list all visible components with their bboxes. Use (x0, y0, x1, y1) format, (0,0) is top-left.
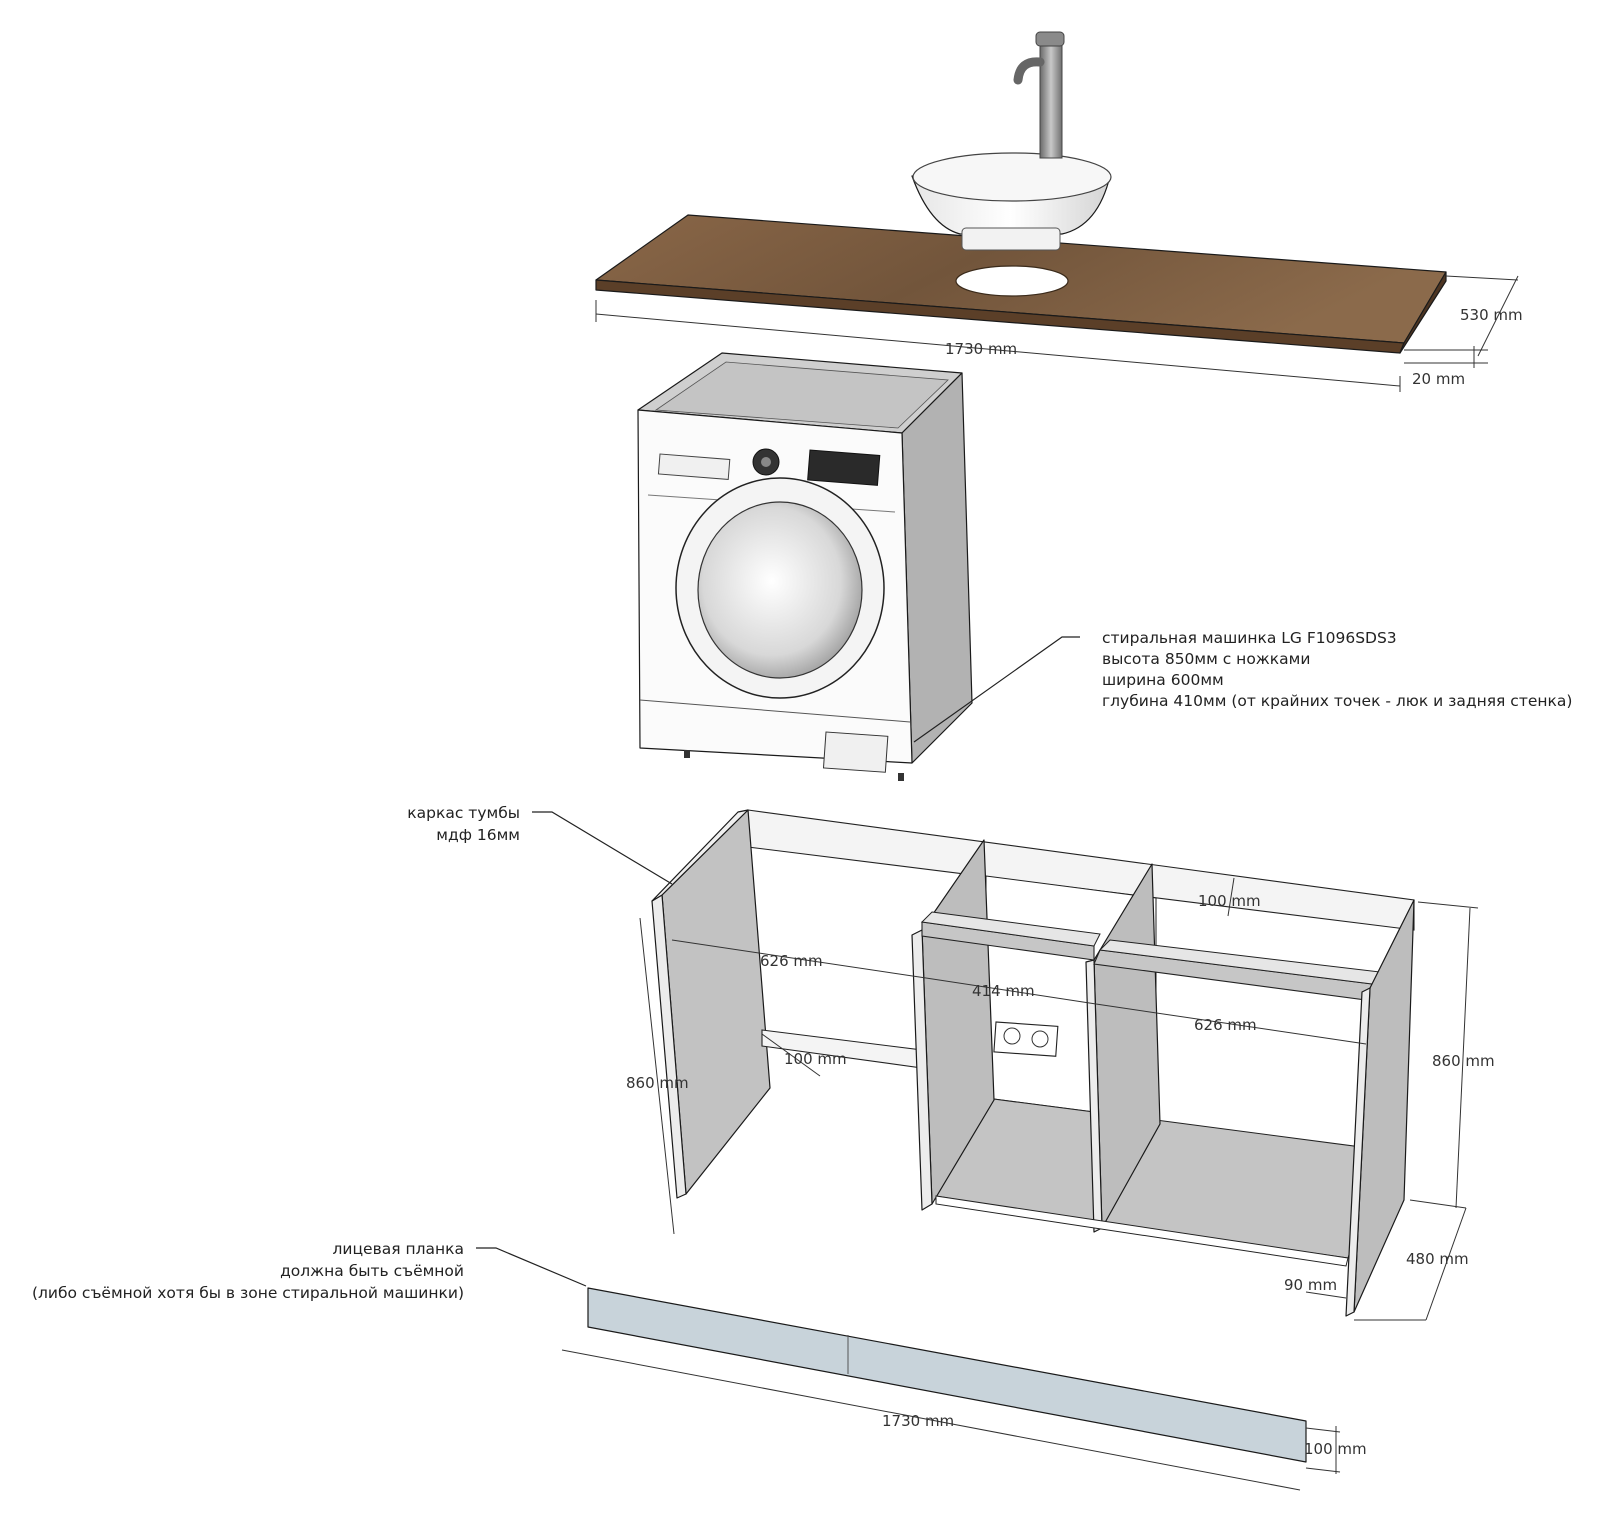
right-height-label: 860 mm (1432, 1052, 1495, 1070)
span-left-label: 626 mm (760, 952, 823, 970)
middle-partition-left-front (911, 929, 933, 1211)
top-front-rail-middle-top (920, 911, 1101, 947)
dimension-lines (561, 275, 1519, 1491)
plank-height-label: 100 mm (1304, 1440, 1367, 1458)
vessel-sink (911, 152, 1112, 251)
sink-rim (912, 152, 1112, 202)
cabinet-note: каркас тумбы мдф 16мм (407, 804, 520, 844)
right-side-front-edge (1345, 987, 1371, 1317)
span-right-label: 626 mm (1194, 1016, 1257, 1034)
middle-partition-right-front (1085, 959, 1103, 1233)
faucet-handle (1035, 31, 1065, 47)
countertop-width-label: 1730 mm (945, 340, 1017, 358)
washer-door-glass (697, 501, 863, 679)
left-side-top-edge (651, 809, 749, 902)
cabinet-note-line: мдф 16мм (436, 826, 520, 844)
countertop-side-edge (1399, 271, 1447, 354)
socket-right (1031, 1030, 1049, 1048)
washer-side (901, 372, 973, 764)
detergent-drawer (657, 453, 731, 480)
washer-note-line: ширина 600мм (1102, 671, 1224, 689)
countertop-depth-label: 530 mm (1460, 306, 1523, 324)
plank-note-line: должна быть съёмной (280, 1262, 464, 1280)
rail-top-label: 100 mm (1198, 892, 1261, 910)
dimension-labels: 1730 mm 530 mm 20 mm 860 mm 860 mm 480 m… (626, 306, 1523, 1458)
bottom-front-edge (935, 1195, 1349, 1267)
depth-label: 480 mm (1406, 1250, 1469, 1268)
socket-left (1003, 1027, 1021, 1045)
faucet (1013, 31, 1065, 159)
rail-left-label: 100 mm (784, 1050, 847, 1068)
washer-kick-line (639, 699, 911, 723)
drain-filter-cover[interactable] (822, 731, 889, 773)
plinth-gap-label: 90 mm (1284, 1276, 1337, 1294)
washer-foot-right (898, 773, 904, 781)
faucet-spout (1013, 57, 1045, 85)
washer-top-inner (654, 361, 949, 429)
program-dial-center (761, 457, 771, 467)
cabinet-note-line: каркас тумбы (407, 804, 520, 822)
plank-note-line: лицевая планка (333, 1240, 465, 1258)
plank-note-line: (либо съёмной хотя бы в зоне стиральной … (32, 1284, 464, 1302)
countertop (595, 214, 1447, 354)
faucet-body (1039, 39, 1063, 159)
washer-foot-left (684, 750, 690, 758)
washer-note-line: глубина 410мм (от крайних точек - люк и … (1102, 692, 1572, 710)
washer-note-line: высота 850мм с ножками (1102, 650, 1310, 668)
countertop-thickness-label: 20 mm (1412, 370, 1465, 388)
washing-machine (637, 352, 973, 781)
plank-note: лицевая планка должна быть съёмной (либо… (32, 1240, 464, 1302)
leader-lines (476, 636, 1080, 1287)
sink-cutout (955, 265, 1069, 297)
front-plank-face (587, 1287, 1307, 1463)
control-display (807, 449, 881, 486)
washer-note-line: стиральная машинка LG F1096SDS3 (1102, 629, 1397, 647)
cabinet-frame (651, 809, 1415, 1317)
front-plank (587, 1287, 1307, 1463)
span-middle-label: 414 mm (972, 982, 1035, 1000)
left-height-label: 860 mm (626, 1074, 689, 1092)
sink-base (961, 227, 1061, 251)
washer-note: стиральная машинка LG F1096SDS3 высота 8… (1102, 629, 1572, 710)
plank-width-label: 1730 mm (882, 1412, 954, 1430)
